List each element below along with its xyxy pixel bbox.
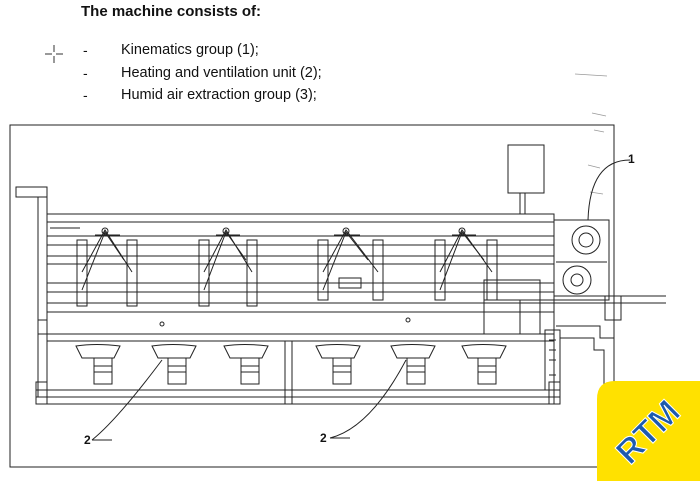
drawing-frame — [9, 124, 615, 468]
fan-units — [75, 344, 507, 385]
list-item-text: Kinematics group (1); — [121, 42, 259, 58]
kinematic-arms — [76, 227, 498, 307]
exhaust-duct — [556, 325, 615, 390]
callout-label-2a: 2 — [84, 433, 91, 447]
list-bullet: - — [83, 65, 88, 81]
list-item: - Kinematics group (1); — [0, 42, 700, 64]
rtm-logo: RTM — [597, 381, 700, 481]
list-bullet: - — [83, 87, 88, 103]
logo-background — [597, 381, 700, 481]
list-item-text: Humid air extraction group (3); — [121, 87, 317, 103]
list-bullet: - — [83, 42, 88, 58]
scan-marks — [574, 73, 608, 195]
callout-label-1: 1 — [628, 152, 635, 166]
list-item: - Heating and ventilation unit (2); — [0, 65, 700, 87]
left-duct — [15, 186, 48, 397]
list-item-text: Heating and ventilation unit (2); — [121, 65, 322, 81]
control-box — [507, 144, 545, 214]
list-item: - Humid air extraction group (3); — [0, 87, 700, 109]
drive-unit — [553, 219, 666, 321]
callout-leaders — [91, 159, 631, 441]
machine-body — [35, 213, 561, 405]
document-heading: The machine consists of: — [81, 3, 262, 20]
callout-label-2b: 2 — [320, 431, 327, 445]
registration-mark-icon — [44, 45, 64, 70]
